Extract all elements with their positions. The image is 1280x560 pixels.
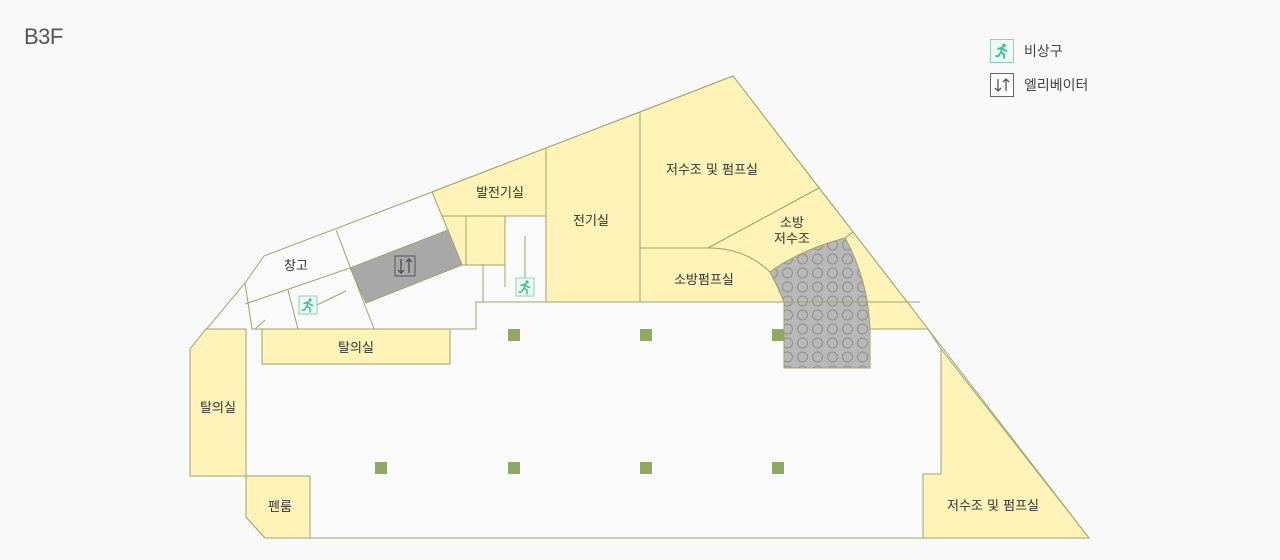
room-label-fire-tank-2: 저수조 — [774, 232, 810, 247]
room-label-changing-top: 탈의실 — [338, 341, 374, 356]
fire-water-tank-area — [769, 237, 871, 369]
column — [640, 329, 652, 341]
column — [375, 462, 387, 474]
emergency-exit-icon — [515, 277, 535, 297]
emergency-exit-icon — [298, 295, 318, 315]
room-label-fire-tank-1: 소방 — [780, 216, 804, 231]
room-label-storage: 창고 — [284, 259, 308, 274]
column — [772, 329, 784, 341]
column — [508, 462, 520, 474]
room-label-water-tank-bottom: 저수조 및 펌프실 — [947, 499, 1039, 514]
emergency-exit-icon — [990, 39, 1014, 63]
legend: 비상구 엘리베이터 — [990, 38, 1088, 106]
elevator-icon — [394, 255, 416, 277]
room-small-block — [465, 215, 506, 266]
legend-label-emergency-exit: 비상구 — [1024, 44, 1063, 60]
room-label-changing-left: 탈의실 — [200, 401, 236, 416]
legend-item-elevator: 엘리베이터 — [990, 72, 1088, 98]
room-label-fire-pump: 소방펌프실 — [674, 273, 734, 288]
room-label-generator: 발전기실 — [476, 186, 524, 201]
room-label-electrical: 전기실 — [573, 214, 609, 229]
legend-label-elevator: 엘리베이터 — [1024, 78, 1089, 94]
room-label-water-tank-top: 저수조 및 펌프실 — [666, 163, 758, 178]
room-changing-left[interactable] — [189, 328, 247, 477]
elevator-icon — [990, 73, 1014, 97]
column — [508, 329, 520, 341]
room-pen[interactable] — [245, 475, 311, 539]
room-label-pen: 펜룸 — [268, 500, 292, 515]
column — [772, 462, 784, 474]
legend-item-emergency-exit: 비상구 — [990, 38, 1088, 64]
room-generator[interactable] — [431, 147, 547, 217]
column — [640, 462, 652, 474]
room-electrical[interactable] — [545, 111, 641, 303]
structural-columns — [375, 329, 784, 474]
floor-title: B3F — [24, 24, 63, 49]
